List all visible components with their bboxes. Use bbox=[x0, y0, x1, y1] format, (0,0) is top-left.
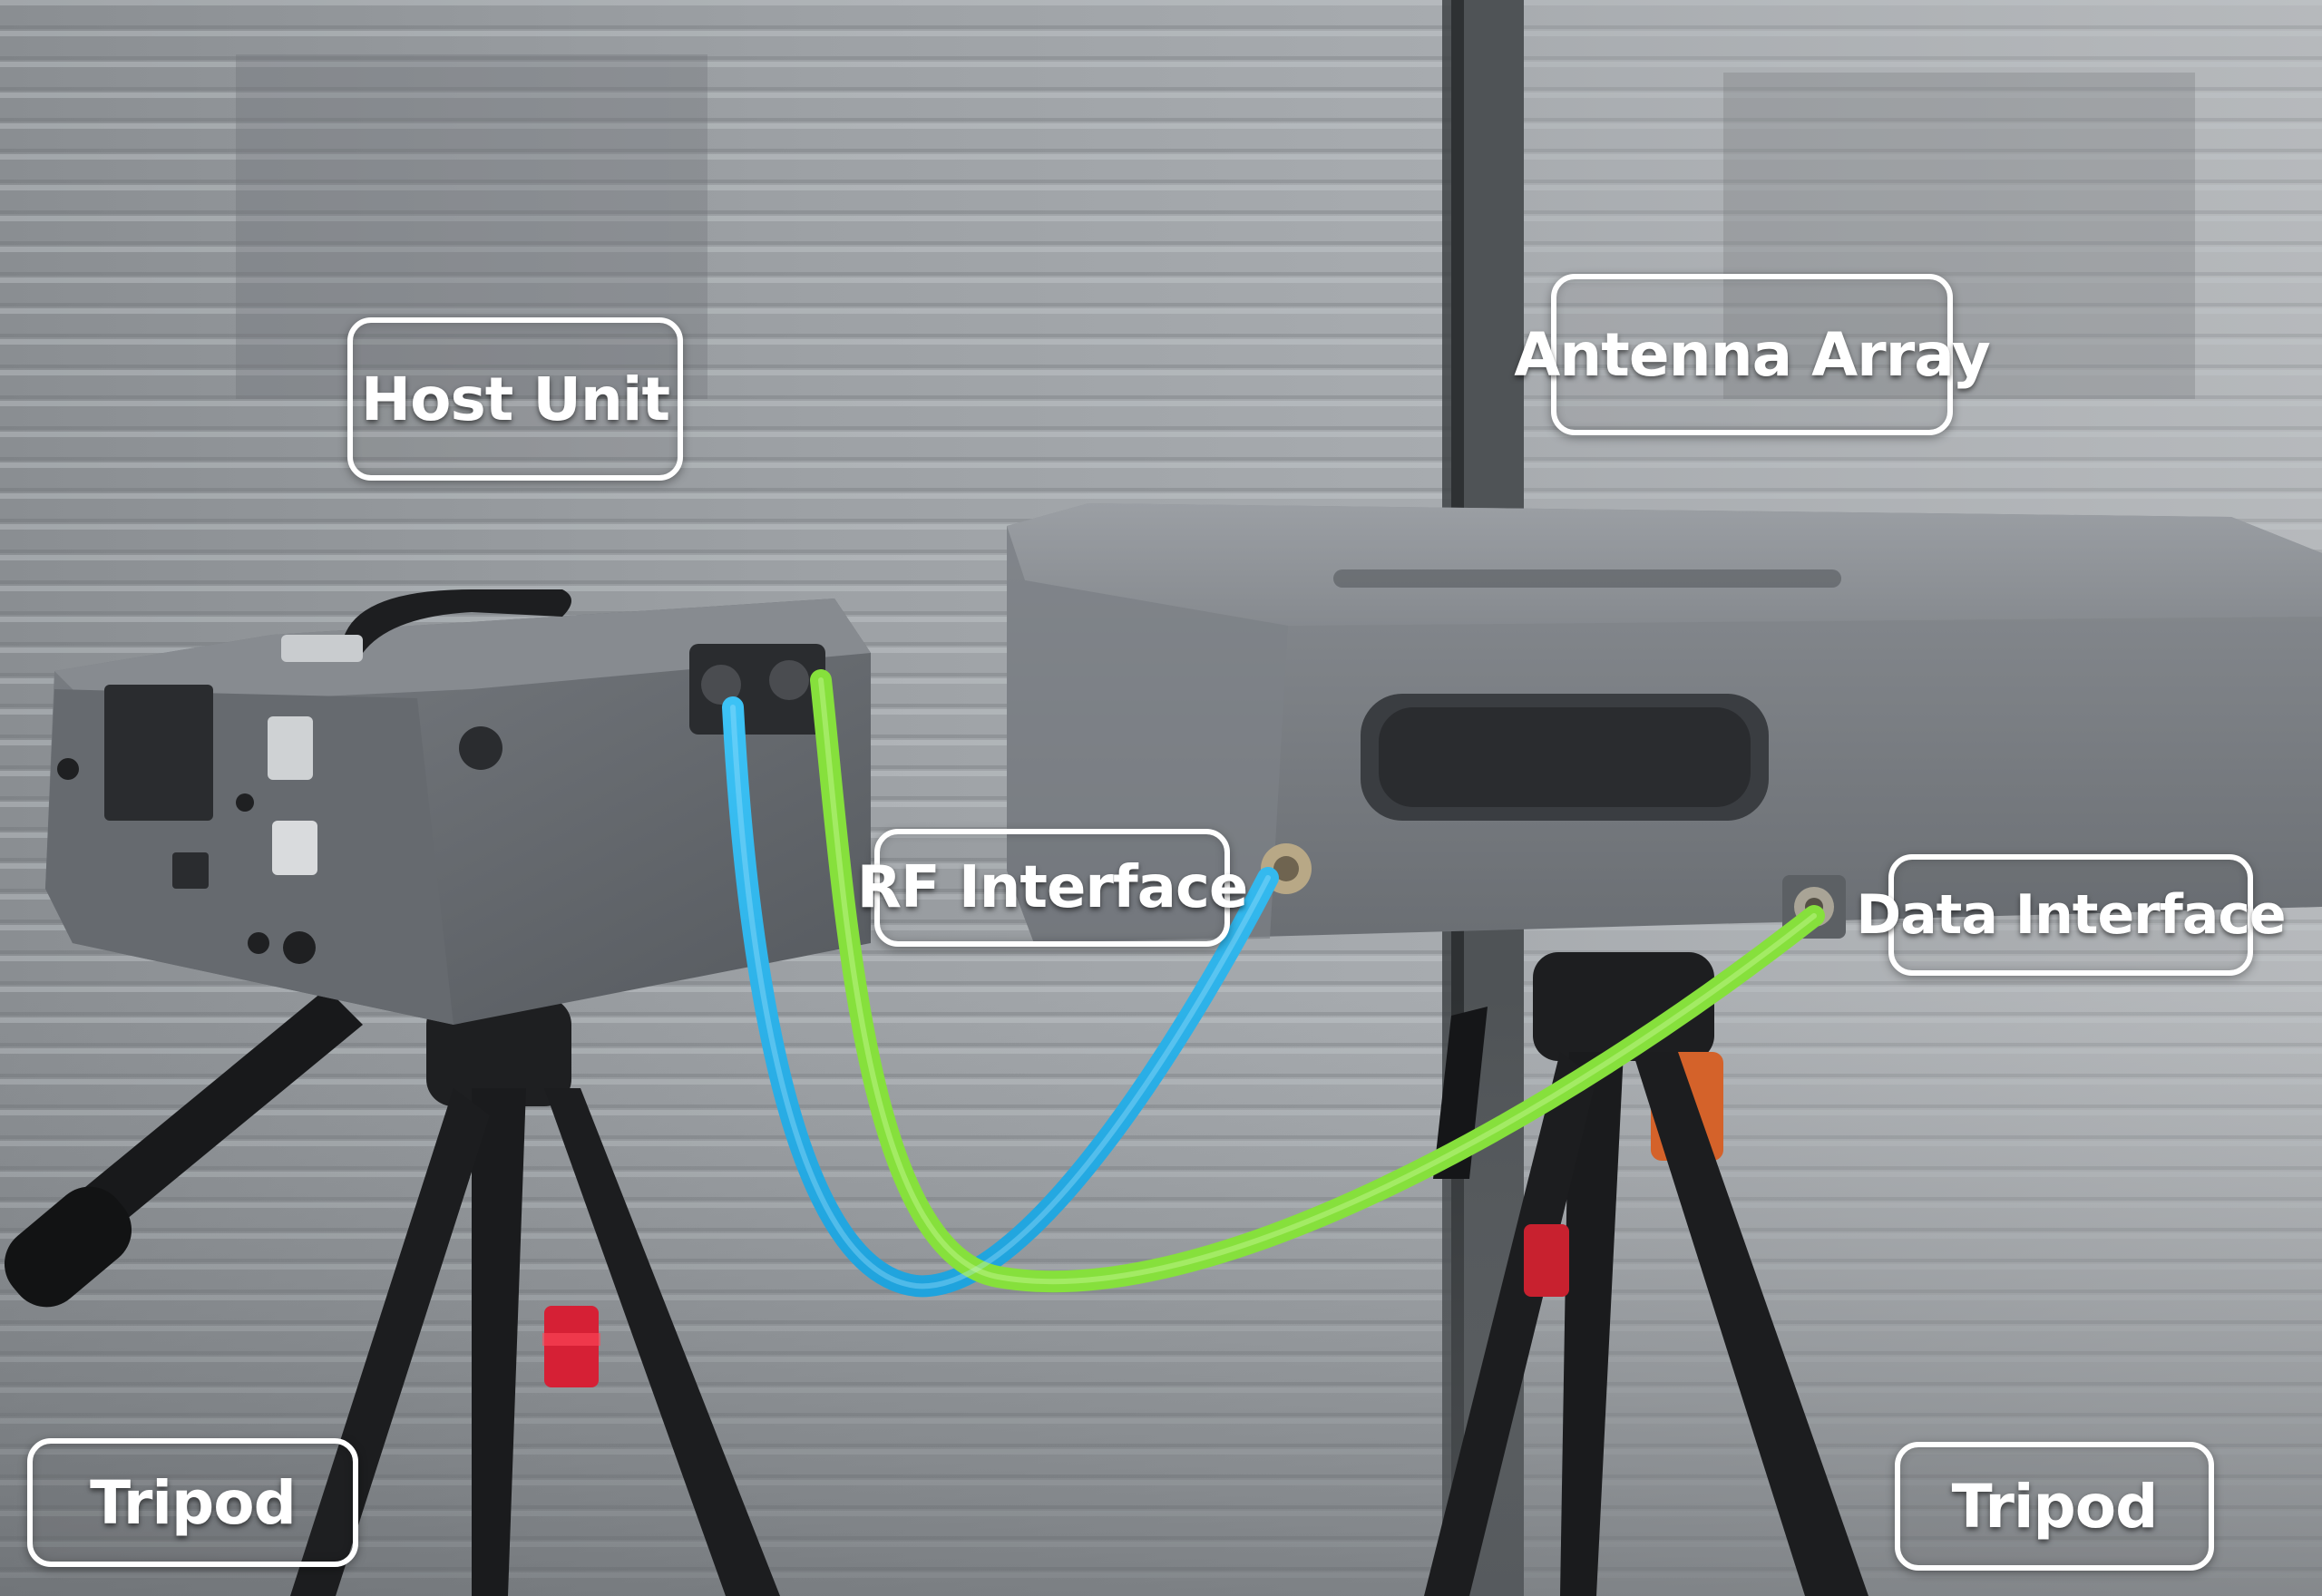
host-display-screen bbox=[104, 685, 213, 821]
host-unit-device bbox=[45, 589, 871, 1025]
label-rf-interface-text: RF Interface bbox=[856, 854, 1249, 921]
label-data-interface: Data Interface bbox=[1856, 854, 2287, 976]
background-building bbox=[1723, 73, 2195, 399]
background-building bbox=[236, 54, 707, 399]
label-rf-interface: RF Interface bbox=[857, 829, 1248, 947]
label-antenna-array: Antenna Array bbox=[1514, 274, 1991, 435]
label-host-unit: Host Unit bbox=[347, 317, 683, 481]
label-data-interface-text: Data Interface bbox=[1856, 883, 2286, 947]
tripod-right bbox=[1424, 952, 1868, 1596]
host-carry-handle bbox=[345, 589, 571, 653]
tripod-left bbox=[4, 988, 780, 1596]
rf-cable bbox=[722, 696, 1279, 1298]
label-tripod-right: Tripod bbox=[1895, 1442, 2214, 1571]
label-antenna-array-text: Antenna Array bbox=[1514, 319, 1991, 390]
label-tripod-right-text: Tripod bbox=[1951, 1471, 2159, 1542]
label-host-unit-text: Host Unit bbox=[360, 364, 670, 434]
label-tripod-left: Tripod bbox=[27, 1438, 358, 1567]
data-cable bbox=[810, 669, 1825, 1293]
label-tripod-left-text: Tripod bbox=[90, 1467, 297, 1538]
